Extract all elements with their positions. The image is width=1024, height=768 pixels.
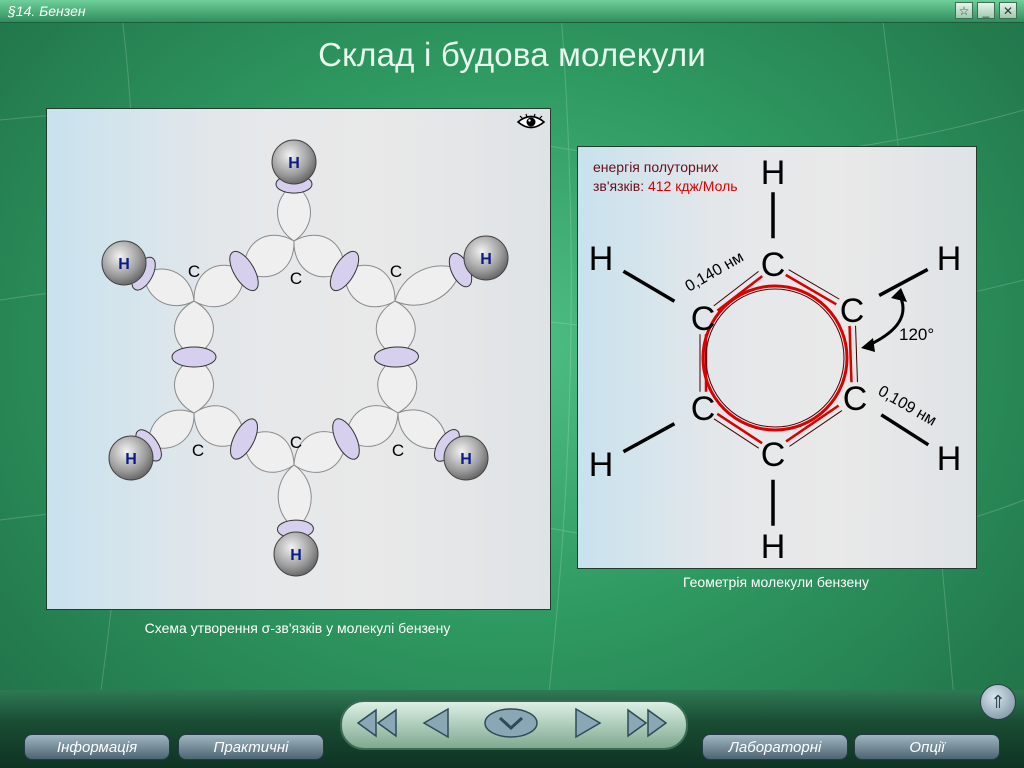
hydrogen-label: H [589,240,614,278]
carbon-label: C [761,246,786,284]
cc-bond-line [785,404,840,443]
delocalized-ring [701,284,849,432]
cc-bond-line [713,418,760,449]
hydrogen-label: H [288,155,300,172]
page-title: Склад і будова молекули [318,36,706,73]
ch-bond-line [622,422,676,454]
carbon-label: C [390,262,402,281]
hydrogen-label: H [937,440,962,478]
favorite-star-icon[interactable]: ☆ [955,2,973,19]
hydrogen-label: H [480,251,492,268]
angle-arc [866,293,905,348]
hydrogen-sphere [108,435,154,481]
geometry-panel [577,146,977,569]
menu-down-icon[interactable] [480,706,542,740]
hydrogen-label: H [761,154,786,192]
hydrogen-label: H [460,451,472,468]
right-caption: Геометрія молекули бензену [682,574,869,590]
cc-bond-line [848,325,853,383]
window-title: §14. Бензен [8,3,86,19]
cc-overlap-region [332,418,360,460]
hydrogen-label: H [761,528,786,566]
cc-overlap-region [171,346,217,368]
practical-button[interactable]: Практичні [178,734,324,760]
hydrogen-label: H [589,446,614,484]
energy-value: 412 кдж/Моль [648,178,738,194]
cc-bond-line [789,410,843,447]
minimize-button[interactable]: _ [977,2,995,19]
carbon-label: C [188,262,200,281]
cc-overlap-region [329,250,360,292]
ch-bond-line [880,413,930,447]
carbon-label: C [290,433,302,452]
hydrogen-sphere [463,235,509,281]
energy-label-2: зв'язків: [593,178,648,194]
cc-bond-line [713,270,759,307]
ch-bond-line [622,269,676,303]
cc-bond-line [788,269,840,300]
energy-label: енергія полуторних [593,159,718,175]
hydrogen-label: H [125,451,137,468]
hydrogen-label: H [118,256,130,273]
double-back-icon[interactable] [352,706,414,740]
ch-bond-length: 0,109 нм [875,383,939,430]
carbon-label: C [290,269,302,288]
hydrogen-sphere [443,435,489,481]
benzene-geometry-diagram: C C C C C C H H H H H H енергія полуторних зв'язків… [589,154,962,566]
carbon-label: C [840,292,865,330]
ch-bond-line [878,267,929,297]
hydrogen-label: H [290,547,302,564]
options-button[interactable]: Опції [854,734,1000,760]
lab-button[interactable]: Лабораторні [702,734,848,760]
angle-arrow-bottom [861,338,875,352]
left-caption: Схема утворення σ-зв'язків у молекулі бе… [144,620,451,636]
forward-icon[interactable] [548,706,610,740]
double-forward-icon[interactable] [610,706,672,740]
scroll-up-button[interactable]: ⇑ [980,684,1016,720]
carbon-label: C [691,300,716,338]
hydrogen-label: H [937,240,962,278]
cc-bond-line [716,412,763,445]
energy-line2: зв'язків: 412 кдж/Моль [593,178,738,194]
back-icon[interactable] [414,706,476,740]
cc-bond-line [785,273,837,306]
angle-arrow-top [891,288,907,302]
cc-overlap-region [230,418,258,460]
hydrogen-sphere [271,139,317,185]
angle-label: 120° [899,325,934,344]
carbon-label: C [761,436,786,474]
close-button[interactable]: ✕ [999,2,1017,19]
carbon-label: C [392,441,404,460]
hydrogen-sphere [101,240,147,286]
cc-bond-line [855,325,858,383]
cc-overlap-region [229,250,259,292]
delocalized-ring-inner [705,288,845,428]
info-button[interactable]: Інформація [24,734,170,760]
cc-overlap-region [374,346,419,368]
carbon-label: C [691,390,716,428]
carbon-label: C [843,380,868,418]
carbon-label: C [192,441,204,460]
hydrogen-sphere [273,531,319,577]
sigma-bond-diagram: H H H H H H C C C C C C [101,139,509,577]
window-titlebar: §14. Бензен ☆ _ ✕ [0,0,1024,23]
eye-icon[interactable] [516,113,546,131]
